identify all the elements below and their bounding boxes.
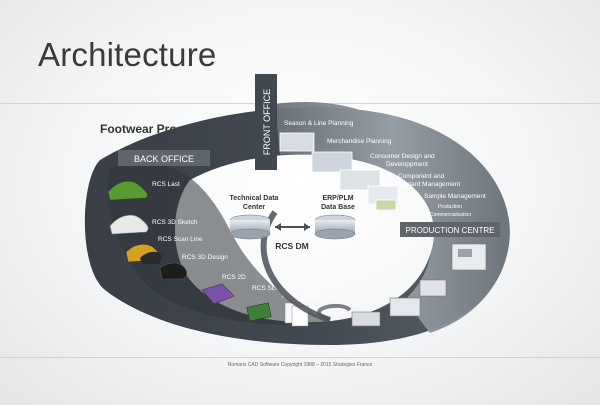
database-icon [229, 214, 271, 240]
page-title: Architecture [38, 36, 217, 73]
screenshot-thumbnail [311, 151, 353, 173]
shoe-pattern-icon [201, 283, 235, 305]
rcs-dm-label: RCS DM [275, 241, 309, 251]
front-office-band [275, 102, 510, 333]
back-office-label: BACK OFFICE [134, 154, 194, 164]
shoe-icon [159, 262, 188, 280]
machine-icon [389, 297, 421, 317]
back-office-item: RCS Scan Line [158, 236, 203, 243]
back-office-item: RCS SL [252, 285, 276, 292]
shoe-icon [109, 214, 149, 235]
front-office-item: Production [438, 204, 462, 210]
back-office-item: RCS 3D Sketch [152, 219, 198, 226]
screenshot-thumbnail [339, 169, 381, 191]
front-office-item: Consumer Design and [370, 153, 435, 160]
back-office-item: RCS 3D Design [182, 254, 228, 261]
copyright-text: Romans CAD Software Copyright 1988 – 201… [227, 362, 373, 368]
connector-curve [317, 303, 352, 322]
erp-label: ERP/PLM [322, 195, 353, 202]
screenshot-thumbnail [279, 132, 315, 152]
screenshot-thumbnail [375, 199, 397, 211]
tdc-label: Technical Data [230, 195, 279, 202]
shoe-icon [125, 243, 162, 264]
front-office-label: FRONT OFFICE [262, 89, 272, 155]
machine-icon [419, 279, 447, 297]
front-office-item: Commercialisation [430, 212, 471, 218]
production-centre-label: PRODUCTION CENTRE [406, 226, 495, 235]
front-office-item: Merchandise Planning [327, 138, 392, 145]
erp-label: Data Base [321, 204, 355, 211]
database-icon [314, 214, 356, 240]
front-office-item: Season & Line Planning [284, 120, 354, 127]
circuit-icon [246, 302, 272, 322]
front-office-item: Component and [398, 173, 445, 180]
back-office-item: RCS Lumière [282, 293, 321, 300]
machine-icon [451, 243, 487, 271]
divider [0, 357, 600, 358]
sync-arrow-icon [275, 223, 310, 231]
back-office-item: RCS Last [152, 181, 180, 188]
front-office-item: Standard Management [394, 181, 460, 188]
front-office-item: Sample Management [424, 193, 486, 200]
front-office-tab [255, 74, 277, 170]
inner-sweep [107, 161, 330, 325]
back-office-item: RCS 2D [222, 274, 246, 281]
machine-icon [351, 311, 381, 327]
shoe-icon [107, 180, 148, 201]
back-office-header [118, 150, 210, 166]
production-centre-header [400, 222, 500, 237]
front-office-item: Developpment [386, 161, 428, 168]
tdc-label: Center [243, 204, 265, 211]
